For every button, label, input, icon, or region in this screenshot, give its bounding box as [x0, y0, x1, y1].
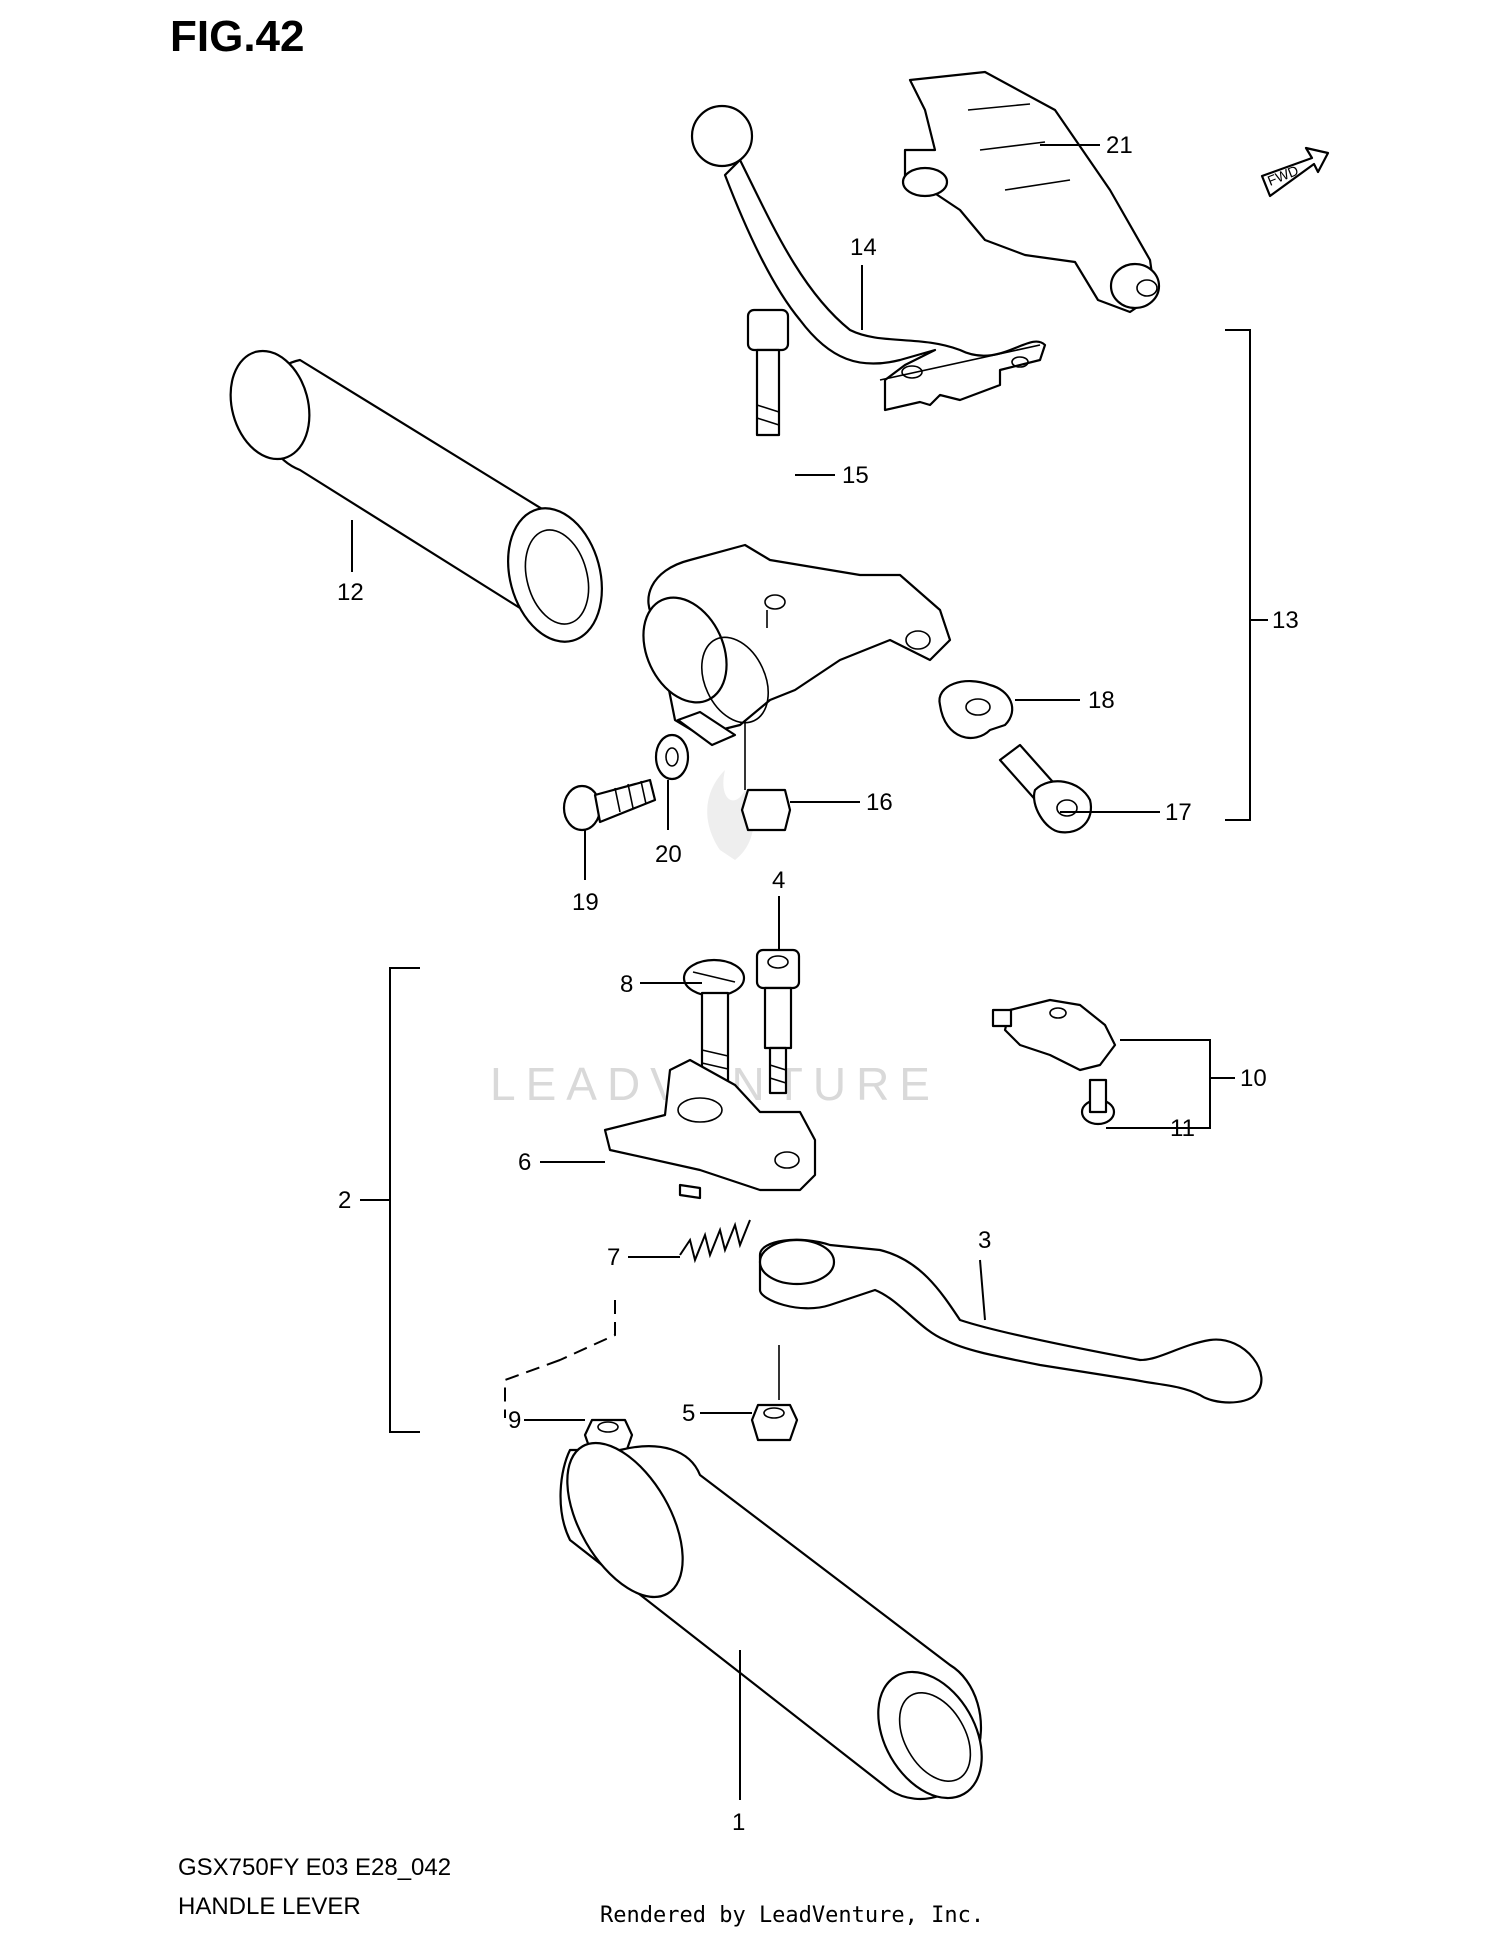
clutch-lever-14: [690, 104, 1047, 412]
callout-3: 3: [978, 1227, 991, 1254]
callout-9: 9: [508, 1407, 521, 1434]
pivot-bolt-8: [682, 958, 746, 1085]
callout-8: 8: [620, 971, 633, 998]
callout-6: 6: [518, 1149, 531, 1176]
bolt-15: [746, 308, 790, 437]
left-grip-12: [229, 349, 603, 643]
callout-1: 1: [732, 1809, 745, 1836]
rendered-by-credit: Rendered by LeadVenture, Inc.: [600, 1903, 985, 1928]
callout-5: 5: [682, 1400, 695, 1427]
fwd-arrow-icon: FWD: [1260, 146, 1330, 198]
lever-guard-21: [901, 70, 1161, 314]
nut-5: [750, 1403, 799, 1442]
shoulder-bolt-4: [755, 948, 801, 1095]
right-grip-1: [559, 1441, 983, 1800]
bolt-19: [562, 778, 657, 832]
callout-15: 15: [842, 462, 869, 489]
leader-lines: [351, 144, 1268, 1800]
adjuster-lock-18: [938, 680, 1014, 739]
callout-20: 20: [655, 841, 682, 868]
clutch-lever-bracket: [642, 543, 952, 747]
callout-11: 11: [1170, 1115, 1195, 1142]
brake-lever-3: [758, 1238, 1263, 1404]
callout-13: 13: [1272, 607, 1299, 634]
callout-21: 21: [1106, 132, 1133, 159]
brake-switch-10: [991, 998, 1117, 1072]
diagram-subtitle: HANDLE LEVER: [178, 1893, 361, 1920]
callout-12: 12: [337, 579, 364, 606]
model-code: GSX750FY E03 E28_042: [178, 1854, 452, 1881]
callout-19: 19: [572, 889, 599, 916]
callout-4: 4: [772, 867, 785, 894]
callout-18: 18: [1088, 687, 1115, 714]
washer-20: [654, 733, 690, 781]
callout-10: 10: [1240, 1065, 1267, 1092]
spring-7: [679, 1219, 751, 1264]
adjuster-17: [998, 743, 1093, 834]
callout-labels: 21 14 15 12 13 18 17 16 20 19 4 8 10 11 …: [337, 132, 1299, 1836]
callout-7: 7: [607, 1244, 620, 1271]
bracket-6: [603, 1058, 817, 1200]
nut-16: [740, 788, 792, 832]
callout-14: 14: [850, 234, 877, 261]
figure-title: FIG.42: [170, 12, 305, 61]
screw-11: [1080, 1078, 1116, 1126]
callout-2: 2: [338, 1187, 351, 1214]
callout-16: 16: [866, 789, 893, 816]
callout-17: 17: [1165, 799, 1192, 826]
